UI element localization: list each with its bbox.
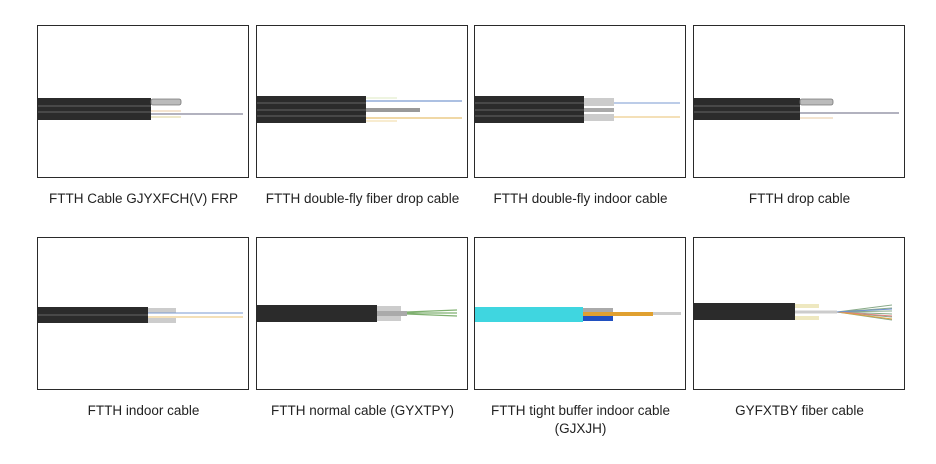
product-name[interactable]: FTTH Cable GJYXFCH(V) FRP [48,191,238,206]
product-name[interactable]: FTTH drop cable [748,191,851,206]
product-name[interactable]: FTTH double-fly indoor cable [493,191,668,206]
product-card[interactable]: GYFXTBY fiber cable [693,237,906,420]
product-image[interactable] [693,237,905,390]
product-card[interactable]: FTTH tight buffer indoor cable (GJXJH) [474,237,687,438]
product-card[interactable]: FTTH double-fly indoor cable [474,25,687,208]
product-name[interactable]: FTTH double-fly fiber drop cable [265,191,460,206]
product-image[interactable] [693,25,905,178]
product-image[interactable] [256,25,468,178]
product-image[interactable] [474,237,686,390]
product-image[interactable] [474,25,686,178]
product-card[interactable]: FTTH normal cable (GYXTPY) [256,237,469,420]
product-image[interactable] [37,25,249,178]
product-image[interactable] [37,237,249,390]
product-name[interactable]: FTTH indoor cable [87,403,200,418]
product-image[interactable] [256,237,468,390]
product-card[interactable]: FTTH drop cable [693,25,906,208]
product-card[interactable]: FTTH Cable GJYXFCH(V) FRP [37,25,250,208]
product-name[interactable]: GYFXTBY fiber cable [735,403,864,418]
product-card[interactable]: FTTH indoor cable [37,237,250,420]
product-name[interactable]: FTTH tight buffer indoor cable (GJXJH) [490,403,671,436]
product-card[interactable]: FTTH double-fly fiber drop cable [256,25,469,208]
product-name[interactable]: FTTH normal cable (GYXTPY) [270,403,455,418]
